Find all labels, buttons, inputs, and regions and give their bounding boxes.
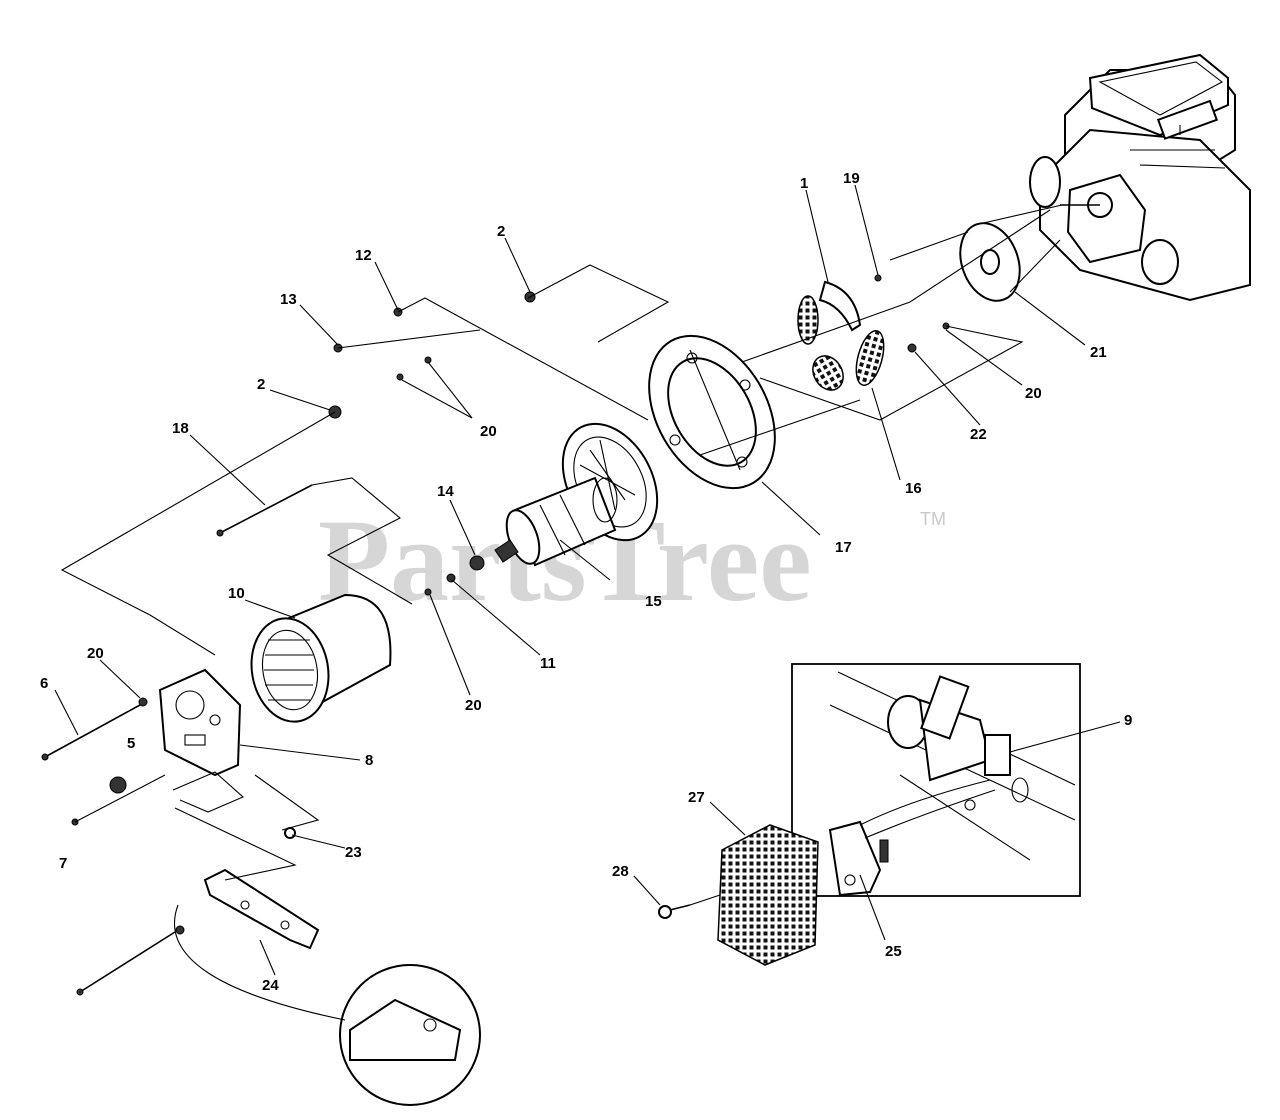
callout-18: 18 — [172, 420, 189, 437]
callout-11: 11 — [540, 655, 556, 672]
part-24-bracket — [175, 868, 320, 950]
callout-25: 25 — [885, 943, 902, 960]
part-10-stator — [250, 593, 392, 723]
part-17-housing — [648, 334, 776, 490]
callout-19: 19 — [843, 170, 860, 187]
part-5-bearing — [109, 776, 127, 794]
part-16-brushes — [797, 295, 885, 391]
part-11-washer — [446, 573, 456, 583]
part-20-washer-left — [138, 697, 148, 707]
callout-24: 24 — [262, 977, 279, 994]
part-25-regulator — [828, 779, 996, 897]
part-28-screw — [658, 894, 721, 919]
callout-21: 21 — [1090, 344, 1107, 361]
callout-15: 15 — [645, 593, 662, 610]
detail-circle — [173, 904, 481, 1106]
part-15-rotor — [494, 422, 659, 567]
callout-23: 23 — [345, 844, 362, 861]
callout-17: 17 — [835, 539, 852, 556]
callout-20-left: 20 — [87, 645, 104, 662]
part-27-guard — [717, 824, 819, 966]
callout-7: 7 — [59, 855, 67, 872]
part-20-washer-lower — [424, 588, 432, 596]
assembly-lines — [60, 209, 1051, 881]
callout-20-lower: 20 — [465, 697, 482, 714]
callout-20-top: 20 — [480, 423, 497, 440]
callout-2-top: 2 — [497, 223, 505, 240]
callout-14: 14 — [437, 483, 454, 500]
part-23-nut — [284, 827, 296, 839]
part-14-washer — [469, 555, 485, 571]
callout-13: 13 — [280, 291, 297, 308]
callout-22: 22 — [970, 426, 987, 443]
callout-1: 1 — [800, 175, 808, 192]
callout-20-right: 20 — [1025, 385, 1042, 402]
inset-box — [791, 663, 1081, 897]
engine — [1029, 53, 1251, 302]
callout-5: 5 — [127, 735, 135, 752]
callout-10: 10 — [228, 585, 245, 602]
callout-28: 28 — [612, 863, 629, 880]
callout-labels: 1 2 2 6 5 7 8 9 10 11 12 13 14 15 16 17 … — [40, 170, 1132, 994]
callout-16: 16 — [905, 480, 922, 497]
part-8-endbell — [158, 668, 242, 777]
part-19-screw — [874, 274, 882, 282]
bolts — [41, 484, 313, 996]
callout-12: 12 — [355, 247, 372, 264]
callout-6: 6 — [40, 675, 48, 692]
callout-27: 27 — [688, 789, 705, 806]
callout-9: 9 — [1124, 712, 1132, 729]
watermark-trademark: TM — [920, 509, 946, 529]
leader-lines — [54, 184, 1121, 976]
callout-2-left: 2 — [257, 376, 265, 393]
part-1-bracket — [818, 280, 862, 332]
callout-8: 8 — [365, 752, 373, 769]
